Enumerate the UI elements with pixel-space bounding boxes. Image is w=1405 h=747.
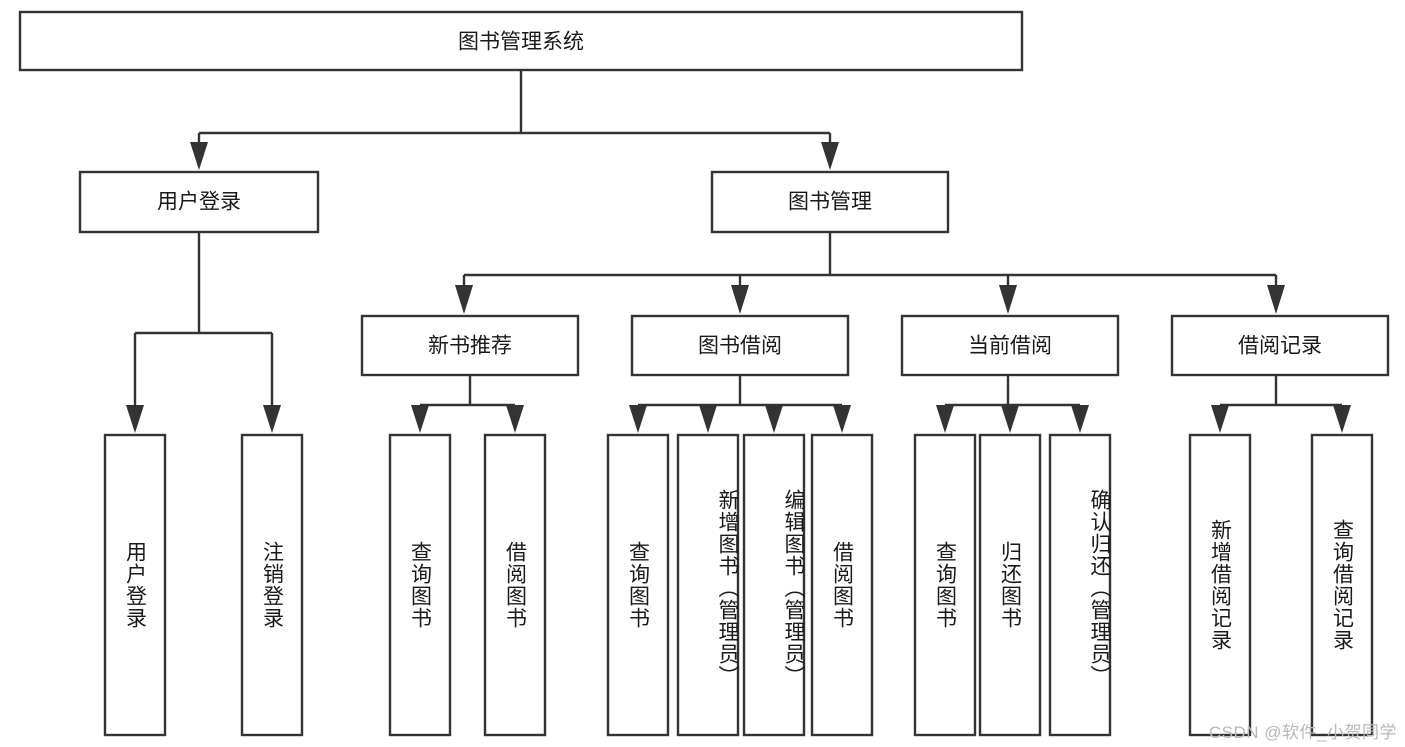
node-leaf-return-book[interactable] <box>978 433 1042 737</box>
node-leaf-confirm-return-admin[interactable] <box>1048 433 1112 737</box>
arrow-head-leaf-borrow-book-rec <box>506 405 524 433</box>
arrow-head-leaf-edit-book-admin <box>765 405 783 433</box>
node-root-label: 图书管理系统 <box>458 31 584 54</box>
arrow-head-leaf-logout-login <box>263 405 281 433</box>
arrow-head-borrow-record <box>1267 285 1285 314</box>
node-user-login-label: 用户登录 <box>157 191 241 214</box>
node-borrow-record[interactable] <box>1170 314 1390 377</box>
arrow-head-new-book-recommend <box>455 285 473 314</box>
node-leaf-user-login[interactable] <box>103 433 167 737</box>
arrow-head-leaf-borrow-book <box>833 405 851 433</box>
node-current-borrow-label: 当前借阅 <box>968 335 1052 358</box>
node-user-login[interactable] <box>78 170 320 234</box>
arrow-head-leaf-query-book-current <box>936 405 954 433</box>
node-leaf-add-book-admin[interactable] <box>676 433 740 737</box>
arrow-head-user-login <box>190 142 208 170</box>
arrow-head-leaf-confirm-return-admin <box>1071 405 1089 433</box>
arrow-head-current-borrow <box>999 285 1017 314</box>
node-leaf-edit-book-admin[interactable] <box>742 433 806 737</box>
node-book-borrow[interactable] <box>630 314 850 377</box>
node-leaf-query-book-rec[interactable] <box>388 433 452 737</box>
node-new-book-recommend-label: 新书推荐 <box>428 335 512 358</box>
node-book-manage[interactable] <box>710 170 950 234</box>
node-root[interactable] <box>18 10 1024 72</box>
arrow-head-book-manage <box>821 142 839 170</box>
node-leaf-add-borrow-record[interactable] <box>1188 433 1252 737</box>
node-leaf-query-book-borrow[interactable] <box>606 433 670 737</box>
arrow-head-book-borrow <box>731 285 749 314</box>
arrow-head-leaf-add-book-admin <box>699 405 717 433</box>
connector-group <box>126 70 1351 433</box>
node-leaf-borrow-book-rec[interactable] <box>483 433 547 737</box>
arrow-head-leaf-query-borrow-record <box>1333 405 1351 433</box>
node-group: 图书管理系统 用户登录 图书管理 新书推荐 图书借阅 当前借阅 借阅记录 <box>18 10 1390 737</box>
node-leaf-borrow-book[interactable] <box>810 433 874 737</box>
node-current-borrow[interactable] <box>900 314 1120 377</box>
arrow-head-leaf-user-login <box>126 405 144 433</box>
node-book-manage-label: 图书管理 <box>788 191 872 214</box>
csdn-watermark: CSDN @软件_小贺同学 <box>1208 723 1397 742</box>
node-leaf-logout-login[interactable] <box>240 433 304 737</box>
arrow-head-leaf-query-book-rec <box>411 405 429 433</box>
arrow-head-leaf-query-book-borrow <box>629 405 647 433</box>
node-leaf-query-book-current[interactable] <box>913 433 977 737</box>
node-new-book-recommend[interactable] <box>360 314 580 377</box>
node-book-borrow-label: 图书借阅 <box>698 335 782 358</box>
arrow-head-leaf-return-book <box>1001 405 1019 433</box>
node-leaf-query-borrow-record[interactable] <box>1310 433 1374 737</box>
node-borrow-record-label: 借阅记录 <box>1238 335 1322 358</box>
arrow-head-leaf-add-borrow-record <box>1211 405 1229 433</box>
